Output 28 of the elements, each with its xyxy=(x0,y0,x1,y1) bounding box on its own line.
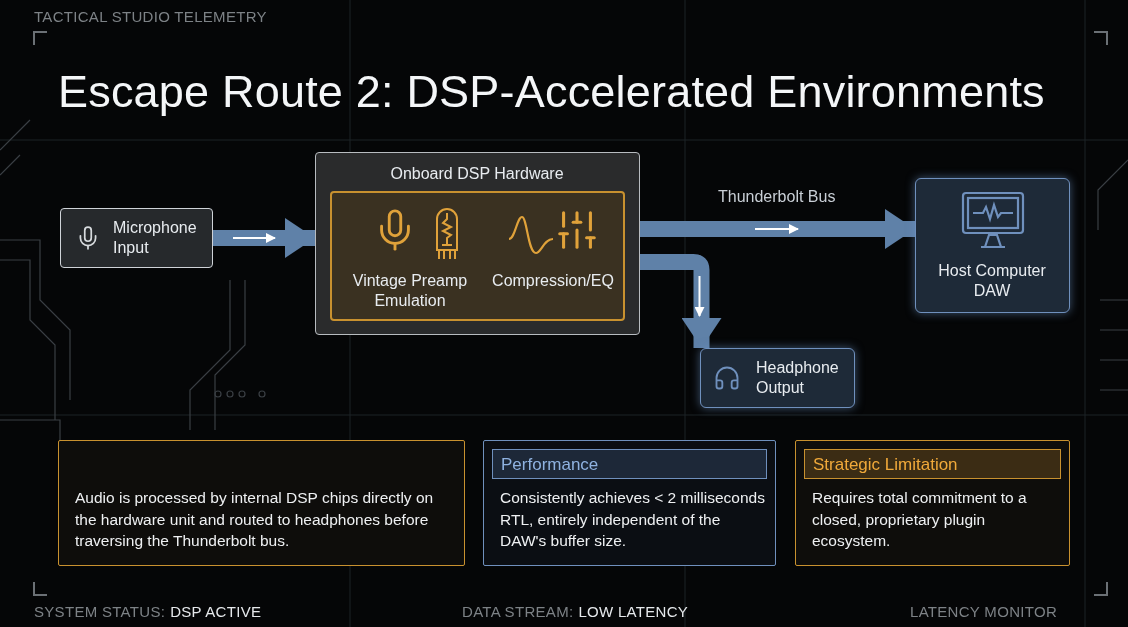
node-label: Host Computer DAW xyxy=(937,261,1047,301)
input-box xyxy=(60,208,213,268)
info-card xyxy=(58,440,465,566)
status-text: LOW LATENCY xyxy=(578,603,689,620)
flow-arrow xyxy=(640,254,722,348)
computer-box xyxy=(915,178,1070,313)
hardware-box xyxy=(315,152,640,335)
card-text: Consistently achieves < 2 milliseconds RTL, entirely independent of the DAW's buffer size. xyxy=(500,488,765,552)
card-heading: Strategic Limitation xyxy=(804,449,1061,479)
info-card xyxy=(795,440,1070,566)
status-text: DATA STREAM: xyxy=(462,603,574,620)
flow-arrow xyxy=(213,218,315,258)
item-label: Vintage Preamp Emulation xyxy=(351,271,469,311)
node-title: Onboard DSP Hardware xyxy=(389,164,565,184)
card-text: Requires total commitment to a closed, proprietary plugin ecosystem. xyxy=(812,488,1028,552)
node-label: Microphone Input xyxy=(113,218,198,258)
node-label: Headphone Output xyxy=(756,358,840,398)
output-box xyxy=(700,348,855,408)
status-text: DSP ACTIVE xyxy=(170,603,262,620)
status-text: LATENCY MONITOR xyxy=(910,603,1058,620)
flow-arrow xyxy=(640,209,915,249)
item-label: Compression/EQ xyxy=(491,271,615,291)
status-text: SYSTEM STATUS: xyxy=(34,603,166,620)
card-heading: Performance xyxy=(492,449,767,479)
status-text: TACTICAL STUDIO TELEMETRY xyxy=(34,8,267,25)
card-text: Audio is processed by internal DSP chips directly on the hardware unit and routed to headphones before traversing the Thunderbolt bus. xyxy=(75,488,435,552)
title: Escape Route 2: DSP-Accelerated Environments xyxy=(58,66,1045,118)
info-card xyxy=(483,440,776,566)
